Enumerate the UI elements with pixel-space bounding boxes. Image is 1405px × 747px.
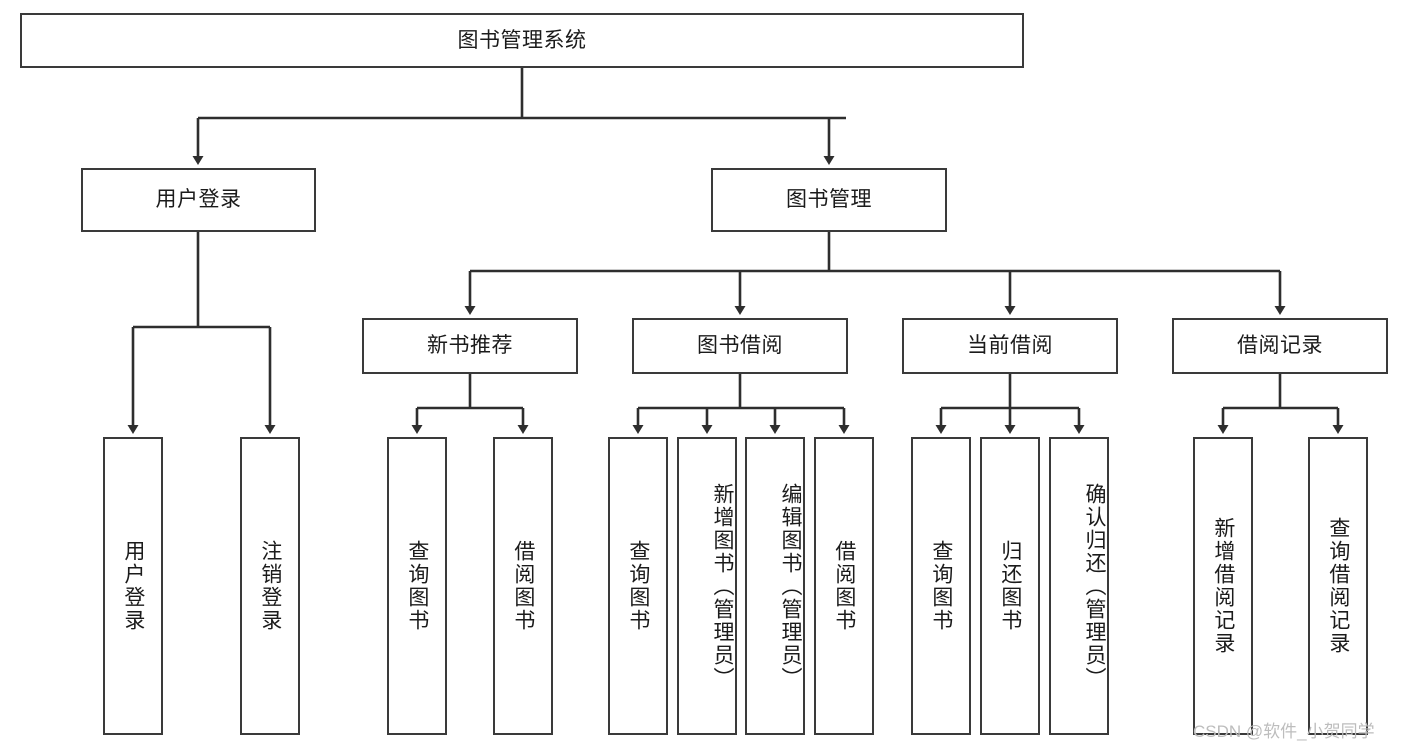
node-current-borrow-label: 当前借阅 (967, 334, 1053, 358)
node-book-borrow-label: 图书借阅 (697, 334, 783, 358)
node-leaf-confirm-return[interactable]: 确认归还（管理员） (1049, 437, 1109, 735)
node-leaf-query-book-2-label: 查询图书 (626, 540, 650, 632)
node-leaf-query-book-1-label: 查询图书 (405, 540, 429, 632)
node-leaf-add-book-label: 新增图书（管理员） (711, 482, 734, 690)
node-leaf-edit-book[interactable]: 编辑图书（管理员） (745, 437, 805, 735)
node-new-book-recommend[interactable]: 新书推荐 (362, 318, 578, 374)
node-leaf-return-book[interactable]: 归还图书 (980, 437, 1040, 735)
node-leaf-borrow-book-2-label: 借阅图书 (832, 540, 856, 632)
node-borrow-record[interactable]: 借阅记录 (1172, 318, 1388, 374)
node-leaf-borrow-book-1[interactable]: 借阅图书 (493, 437, 553, 735)
node-borrow-record-label: 借阅记录 (1237, 334, 1323, 358)
node-leaf-return-book-label: 归还图书 (998, 540, 1022, 632)
node-user-login[interactable]: 用户登录 (81, 168, 316, 232)
node-root[interactable]: 图书管理系统 (20, 13, 1024, 68)
node-leaf-user-login-label: 用户登录 (121, 540, 145, 632)
node-leaf-add-record-label: 新增借阅记录 (1211, 517, 1235, 655)
node-current-borrow[interactable]: 当前借阅 (902, 318, 1118, 374)
node-leaf-borrow-book-1-label: 借阅图书 (511, 540, 535, 632)
node-leaf-query-book-3[interactable]: 查询图书 (911, 437, 971, 735)
node-leaf-query-book-2[interactable]: 查询图书 (608, 437, 668, 735)
node-leaf-add-book[interactable]: 新增图书（管理员） (677, 437, 737, 735)
node-book-management[interactable]: 图书管理 (711, 168, 947, 232)
node-leaf-add-record[interactable]: 新增借阅记录 (1193, 437, 1253, 735)
node-book-management-label: 图书管理 (786, 188, 872, 212)
node-leaf-query-book-3-label: 查询图书 (929, 540, 953, 632)
node-new-book-recommend-label: 新书推荐 (427, 334, 513, 358)
node-leaf-query-record-label: 查询借阅记录 (1326, 517, 1350, 655)
node-book-borrow[interactable]: 图书借阅 (632, 318, 848, 374)
node-leaf-user-login[interactable]: 用户登录 (103, 437, 163, 735)
node-leaf-query-book-1[interactable]: 查询图书 (387, 437, 447, 735)
node-user-login-label: 用户登录 (155, 188, 242, 212)
node-leaf-borrow-book-2[interactable]: 借阅图书 (814, 437, 874, 735)
node-leaf-edit-book-label: 编辑图书（管理员） (779, 482, 802, 690)
node-leaf-logout[interactable]: 注销登录 (240, 437, 300, 735)
node-leaf-query-record[interactable]: 查询借阅记录 (1308, 437, 1368, 735)
node-root-label: 图书管理系统 (457, 28, 587, 52)
node-leaf-logout-label: 注销登录 (258, 540, 282, 632)
watermark: CSDN @软件_小贺同学 (1193, 722, 1375, 741)
node-leaf-confirm-return-label: 确认归还（管理员） (1083, 482, 1106, 690)
